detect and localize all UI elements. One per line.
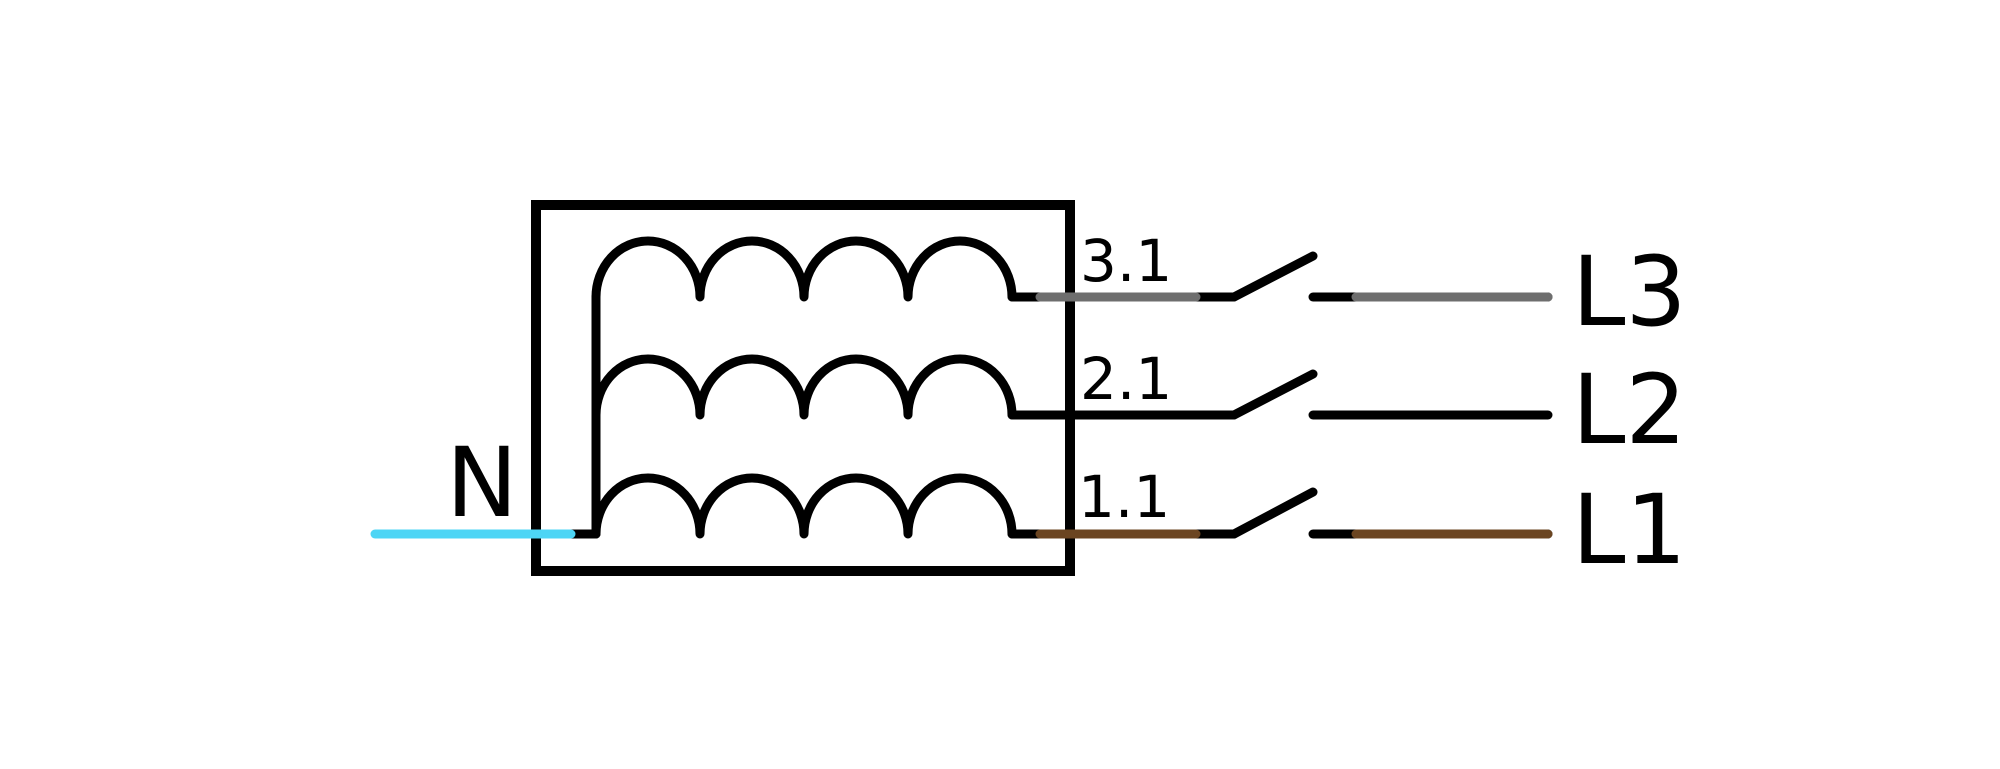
coil-2 (591, 354, 1017, 420)
coil-3 (591, 236, 1017, 302)
coil-1 (591, 473, 1017, 539)
line-label-l1: L1 (1572, 474, 1687, 586)
line-label-l2: L2 (1572, 354, 1687, 466)
neutral-label: N (446, 427, 518, 539)
terminal-label-1: 1.1 (1078, 463, 1170, 531)
phase-2-switch-blade (1229, 369, 1318, 420)
phase-1-switch-blade (1229, 487, 1318, 539)
terminal-label-2: 2.1 (1080, 345, 1172, 413)
line-label-l3: L3 (1572, 236, 1687, 348)
enclosure-box (531, 200, 1075, 576)
phase-3-switch-blade (1229, 251, 1318, 302)
terminal-label-3: 3.1 (1080, 227, 1172, 295)
